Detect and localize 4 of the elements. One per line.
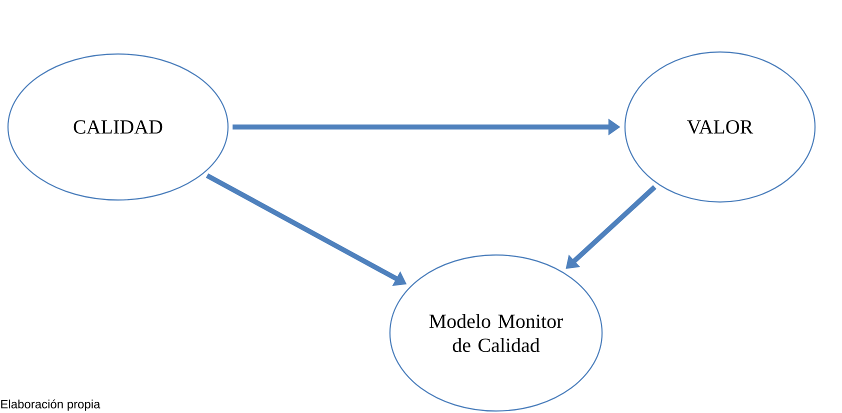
source-note: Elaboración propia [1,399,100,411]
ellipse-node: Modelo Monitor de Calidad [389,254,603,412]
ellipse-node: CALIDAD [7,53,229,201]
ellipse-node: VALOR [624,51,816,203]
